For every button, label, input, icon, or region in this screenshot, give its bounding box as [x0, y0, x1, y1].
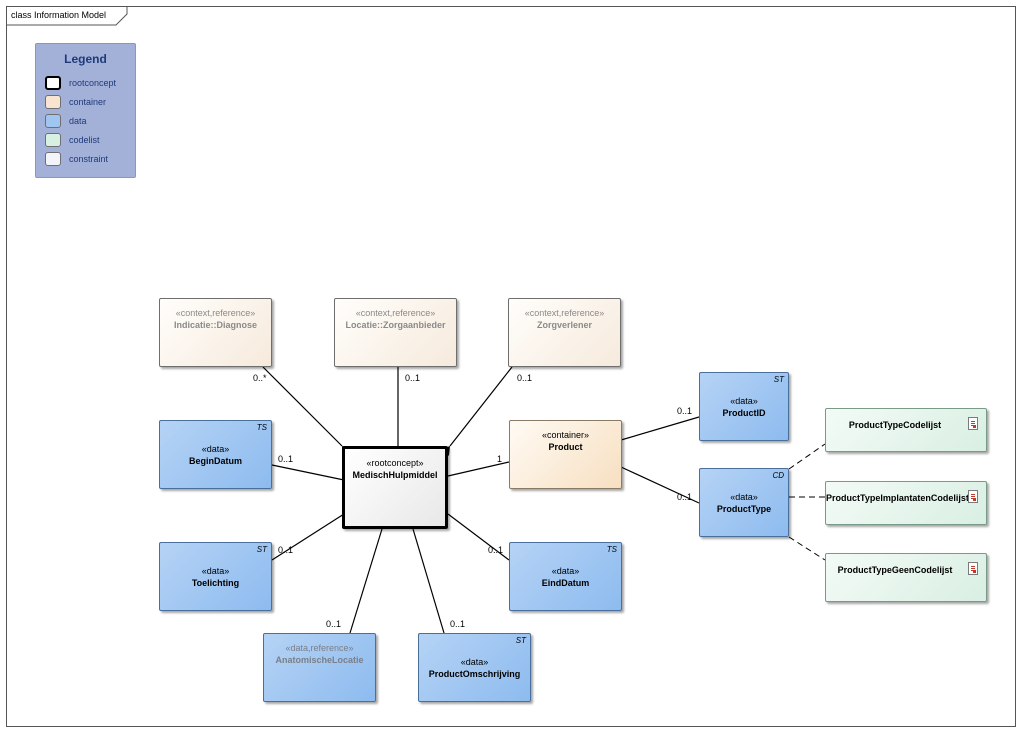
class-name: MedischHulpmiddel [352, 470, 438, 480]
class-stereotype: «context,reference» [175, 308, 256, 318]
edge-omschrijving [405, 513, 445, 634]
class-medischhulpmiddel[interactable]: «rootconcept» MedischHulpmiddel [342, 446, 448, 529]
multiplicity-productid: 0..1 [677, 406, 693, 416]
class-productid[interactable]: ST «data» ProductID [699, 372, 789, 441]
class-datatype-tag: ST [256, 545, 267, 554]
class-stereotype: «context,reference» [355, 308, 436, 318]
class-stereotype: «data» [460, 657, 489, 667]
multiplicity-product: 1 [497, 454, 503, 464]
class-name: ProductType [716, 504, 772, 514]
edge-geen [788, 536, 826, 561]
codelist-producttypegeencodelijst[interactable]: ProductTypeGeenCodelijst [825, 553, 987, 602]
edge-producttype [606, 459, 700, 504]
class-stereotype: «context,reference» [524, 308, 605, 318]
class-stereotype: «data» [201, 566, 230, 576]
class-product[interactable]: «container» Product [509, 420, 622, 489]
class-name: Indicatie::Diagnose [173, 320, 257, 330]
multiplicity-zorgverlener: 0..1 [517, 373, 533, 383]
class-locatie-zorgaanbieder[interactable]: «context,reference» Locatie::Zorgaanbied… [334, 298, 457, 367]
codelist-producttypeimplantatencodelijst[interactable]: ProductTypeImplantatenCodelijst [825, 481, 987, 525]
class-begindatum[interactable]: TS «data» BeginDatum [159, 420, 272, 489]
frame-tab-outline [6, 6, 128, 26]
edge-product [432, 461, 510, 483]
legend-swatch-constraint [45, 152, 61, 166]
diagram-title: class Information Model [11, 10, 107, 20]
class-name: ProductID [722, 408, 766, 418]
edge-toelichting [271, 505, 358, 561]
document-icon [968, 490, 978, 503]
codelist-name: ProductTypeImplantatenCodelijst [826, 493, 969, 503]
class-name: ProductOmschrijving [428, 669, 521, 679]
edge-anatomisch [349, 513, 390, 634]
class-productomschrijving[interactable]: ST «data» ProductOmschrijving [418, 633, 531, 702]
class-datatype-tag: ST [515, 636, 526, 645]
class-stereotype: «data» [551, 566, 580, 576]
class-name: Locatie::Zorgaanbieder [345, 320, 446, 330]
class-datatype-tag: CD [772, 471, 784, 480]
class-anatomischelocatie[interactable]: «data,reference» AnatomischeLocatie [263, 633, 376, 702]
document-icon [968, 417, 978, 430]
class-indicatie-diagnose[interactable]: «context,reference» Indicatie::Diagnose [159, 298, 272, 367]
edge-codelijst [788, 443, 826, 470]
legend-label: rootconcept [69, 78, 117, 88]
legend-label: codelist [69, 135, 100, 145]
class-datatype-tag: TS [606, 545, 617, 554]
legend-swatch-data [45, 114, 61, 128]
edge-productid [605, 416, 700, 448]
class-stereotype: «data» [730, 492, 758, 502]
codelist-producttypecodelijst[interactable]: ProductTypeCodelijst [825, 408, 987, 452]
edge-diagnose [262, 366, 354, 458]
diagram-frame [6, 6, 1016, 727]
class-name: EindDatum [541, 578, 590, 588]
legend-swatch-codelist [45, 133, 61, 147]
edge-zorgverlener [440, 366, 513, 459]
class-name: Toelichting [191, 578, 240, 588]
class-name: Zorgverlener [536, 320, 593, 330]
legend-swatch-rootconcept [45, 76, 61, 90]
codelist-name: ProductTypeGeenCodelijst [837, 565, 953, 575]
class-stereotype: «rootconcept» [366, 458, 424, 468]
multiplicity-producttype: 0..1 [677, 492, 693, 502]
class-einddatum[interactable]: TS «data» EindDatum [509, 542, 622, 611]
class-toelichting[interactable]: ST «data» Toelichting [159, 542, 272, 611]
codelist-name: ProductTypeCodelijst [848, 420, 942, 430]
class-stereotype: «data» [201, 444, 230, 454]
class-zorgverlener[interactable]: «context,reference» Zorgverlener [508, 298, 621, 367]
multiplicity-begindatum: 0..1 [278, 454, 294, 464]
legend-swatch-container [45, 95, 61, 109]
class-stereotype: «container» [541, 430, 590, 440]
multiplicity-toelichting: 0..1 [278, 545, 294, 555]
multiplicity-anatomisch: 0..1 [326, 619, 342, 629]
multiplicity-diagnose: 0..* [253, 373, 267, 383]
class-stereotype: «data,reference» [285, 643, 354, 653]
class-producttype[interactable]: CD «data» ProductType [699, 468, 789, 537]
class-datatype-tag: ST [773, 375, 784, 384]
multiplicity-einddatum: 0..1 [488, 545, 504, 555]
class-name: Product [548, 442, 583, 452]
legend-label: data [69, 116, 87, 126]
multiplicity-zorgaanbieder: 0..1 [405, 373, 421, 383]
class-stereotype: «data» [730, 396, 758, 406]
legend[interactable]: Legend rootconcept container data codeli… [35, 43, 136, 178]
document-icon [968, 562, 978, 575]
legend-label: constraint [69, 154, 109, 164]
multiplicity-omschrijving: 0..1 [450, 619, 466, 629]
class-name: BeginDatum [188, 456, 242, 466]
edge-begindatum [271, 464, 360, 487]
class-datatype-tag: TS [256, 423, 267, 432]
class-name: AnatomischeLocatie [275, 655, 364, 665]
legend-label: container [69, 97, 107, 107]
edge-einddatum [435, 504, 510, 561]
legend-title: Legend [64, 52, 107, 66]
